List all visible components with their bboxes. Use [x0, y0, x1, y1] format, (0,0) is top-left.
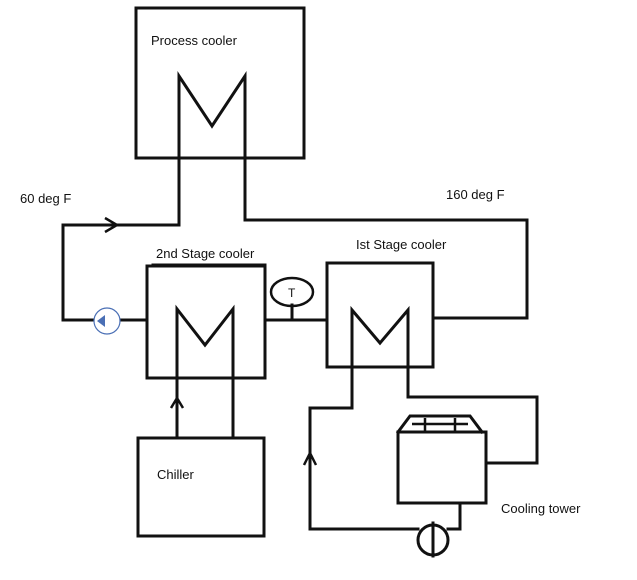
cooling-tower-label: Cooling tower	[501, 501, 581, 516]
cooling-tower-top	[395, 414, 485, 435]
stage1-cooler-box	[325, 261, 435, 369]
pump-circle	[93, 307, 121, 335]
tower-return-pipe	[406, 395, 539, 465]
cooling-tower-fan	[412, 418, 468, 432]
stage1-coil	[350, 305, 410, 410]
stage2-cooler-box	[145, 264, 267, 380]
process-cooler-label: Process cooler	[151, 33, 238, 48]
cooling-tower-body	[396, 430, 488, 505]
pump-arrow	[97, 315, 105, 327]
stage2-flow-arrow	[169, 395, 185, 409]
flow-arrow-left	[104, 216, 120, 234]
process-cooler-coil	[177, 71, 247, 227]
stage1-cooler-label: Ist Stage cooler	[356, 237, 447, 252]
temperature-sensor	[269, 276, 315, 308]
return-pipe-left	[61, 223, 181, 322]
chiller-label: Chiller	[157, 467, 195, 482]
temp-left-label: 60 deg F	[20, 191, 71, 206]
stage2-cooler-label: 2nd Stage cooler	[156, 246, 255, 261]
supply-pipe-right	[243, 218, 529, 320]
stage2-coil	[175, 304, 235, 440]
tower-flow-arrow	[302, 450, 318, 466]
tower-supply-pipe	[308, 406, 420, 531]
chiller-box	[136, 436, 266, 538]
temperature-sensor-label: T	[288, 286, 296, 300]
temp-right-label: 160 deg F	[446, 187, 505, 202]
process-cooler-box	[134, 6, 306, 160]
tower-pump-pipe	[446, 501, 462, 531]
